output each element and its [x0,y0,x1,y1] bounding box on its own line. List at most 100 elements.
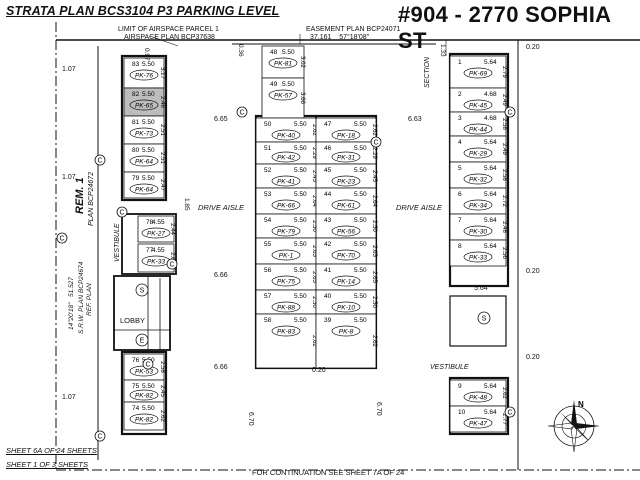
srw-ref-label: REF. PLAN [86,283,93,316]
pk-oval [463,251,493,263]
stall-width: 5.50 [294,317,307,324]
column-symbol-icon: C [94,154,106,166]
pk-label: PK-64 [135,159,153,166]
drive-aisle-right-label: DRIVE AISLE [396,203,442,212]
pk-oval [463,199,493,211]
pk-oval [331,249,361,261]
pk-label: PK-82 [135,417,153,424]
stall-side-dimension: 2.51 [159,152,165,164]
pk-oval [463,173,493,185]
sheet-number-b: SHEET 1 OF 3 SHEETS [6,460,88,469]
plan-ref-label: PLAN BCP24672 [88,171,95,226]
stall-side-dimension: 2.49 [501,94,507,106]
stall-number: 74 [132,405,140,412]
pk-oval [271,249,301,261]
easement-plan-label: EASEMENT PLAN BCP24071 [306,26,401,33]
stall-side-dimension: 2.62 [371,124,377,136]
stall-side-dimension: 2.62 [371,335,377,347]
stall-number: 58 [264,317,272,324]
stair-symbol-icon: S [477,311,491,325]
lobby-label: LOBBY [120,316,146,325]
svg-text:E: E [140,338,145,345]
stall-number: 77 [146,247,154,254]
stall-side-dimension: 2.48 [501,221,507,233]
stall-number: 81 [132,119,140,126]
pk-label: PK-66 [277,203,295,210]
stall-number: 50 [264,121,272,128]
airspace-plan-label: AIRSPACE PLAN BCP37638 [124,34,215,41]
dim-665: 6.65 [214,116,228,123]
stall-side-dimension: 2.45 [311,170,317,182]
pk-label: PK-27 [147,231,165,238]
dim-020-d: 0.20 [312,367,326,374]
pk-oval [271,129,301,141]
stall-number: 75 [132,383,140,390]
column-symbol-icon: C [116,206,128,218]
stall-number: 5 [458,165,462,172]
stall-width: 5.64 [484,409,497,416]
stall-number: 54 [264,217,272,224]
stall-width: 5.50 [282,81,295,88]
pk-oval [271,301,301,313]
pk-oval [129,99,159,111]
dim-020-b: 0.20 [526,268,540,275]
property-boundary [55,22,640,471]
column-symbol-icon: C [56,232,68,244]
pk-label: PK-53 [135,369,153,376]
stall-side-dimension: 2.44 [169,223,175,235]
pk-label: PK-32 [469,177,487,184]
stall-width: 5.50 [294,293,307,300]
svg-text:C: C [239,110,244,117]
column-symbol-icon: C [504,106,516,118]
column-symbol-icon: C [166,258,178,270]
stall-number: 10 [458,409,466,416]
stall-block-outline [120,54,168,202]
dim-564-bottom: 5.64 [474,285,488,292]
stall-side-dimension: 2.45 [371,170,377,182]
rem-label: REM. 1 [74,177,86,214]
svg-text:S: S [140,288,145,295]
pk-label: PK-83 [277,329,295,336]
stall-width: 5.50 [354,217,367,224]
pk-label: PK-8 [339,329,354,336]
